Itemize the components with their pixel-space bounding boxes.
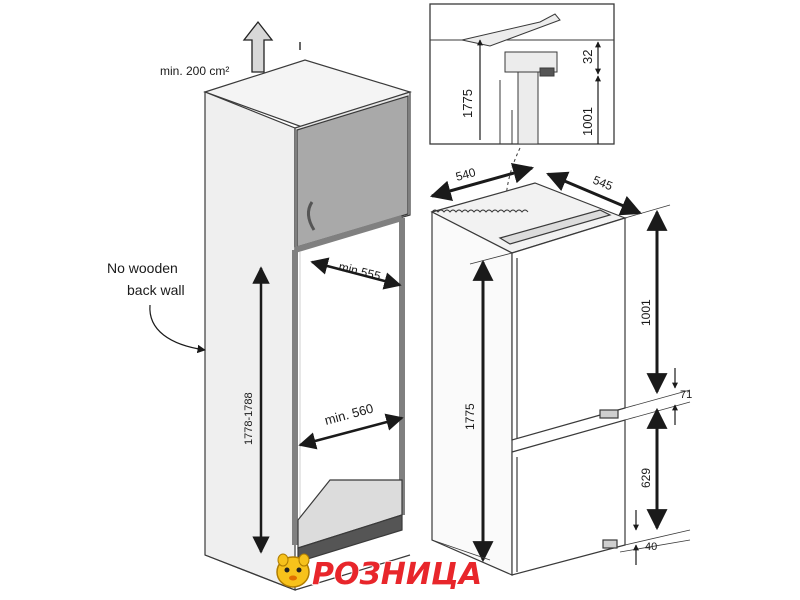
niche-bottom-width-label: min. 560	[323, 401, 375, 428]
fridge-width-label: 545	[591, 173, 615, 194]
niche-height-label: 1778-1788	[243, 392, 255, 445]
door-handle	[307, 201, 316, 231]
niche-top-width-dimension	[310, 257, 402, 290]
upper-door-label: 1001	[639, 299, 653, 326]
niche-frame-top	[294, 215, 403, 253]
fridge-depth-label: 540	[454, 165, 477, 184]
ventilation-label: min. 200 cm²	[160, 64, 229, 78]
fridge-depth-dimension	[429, 162, 535, 202]
cabinet-upper-door	[296, 95, 409, 248]
lower-door-label: 629	[639, 468, 653, 488]
niche-top-width-label: min.555	[337, 259, 382, 283]
fridge-lower-door	[511, 419, 626, 576]
no-back-wall-label-line2: back wall	[127, 282, 185, 298]
cabinet	[203, 59, 412, 591]
niche-bottom-width-dimension	[298, 413, 404, 450]
bottom-gap-label: 40	[645, 541, 657, 553]
door-gap-label: 71	[680, 389, 692, 401]
ventilation-arrow-icon	[242, 20, 274, 73]
fridge-height-label: 1775	[463, 403, 477, 430]
logo-text: РОЗНИЦА	[312, 557, 482, 592]
fridge	[430, 182, 627, 576]
detail-height-label: 1775	[460, 89, 475, 118]
fridge-upper-door	[511, 217, 626, 441]
cabinet-left-side	[204, 91, 296, 591]
fridge-left-side	[431, 211, 513, 576]
brand-logo: РОЗНИЦА	[276, 553, 483, 593]
niche-bottom	[297, 479, 403, 549]
detail-gap-label: 32	[580, 50, 595, 64]
fridge-width-dimension	[546, 171, 642, 216]
detail-upper-label: 1001	[580, 107, 595, 136]
no-back-wall-pointer	[149, 304, 206, 354]
no-back-wall-label-line1: No wooden	[107, 260, 178, 276]
detail-inset	[429, 3, 615, 145]
